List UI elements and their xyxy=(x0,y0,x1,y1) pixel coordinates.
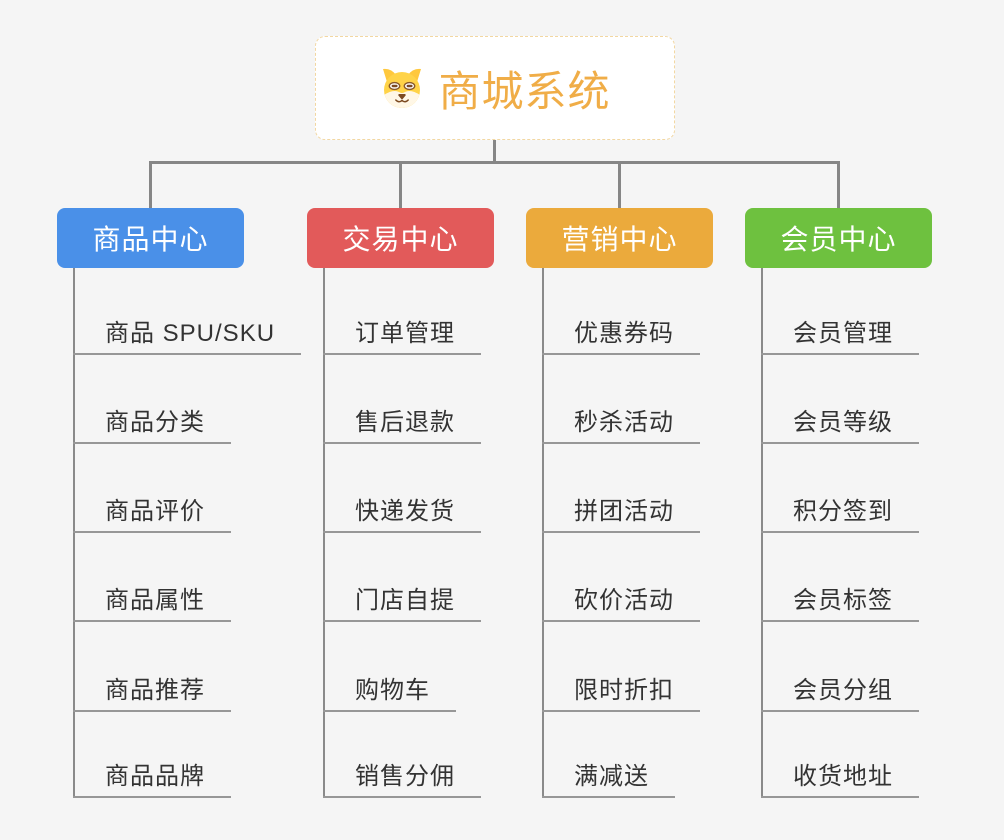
leaf-label: 满减送 xyxy=(574,763,649,790)
leaf-node[interactable]: 门店自提 xyxy=(323,587,481,622)
branch-node-3[interactable]: 营销中心 xyxy=(526,208,713,268)
leaf-label: 商品品牌 xyxy=(105,763,205,790)
leaf-node[interactable]: 商品属性 xyxy=(73,587,231,622)
leaf-node[interactable]: 快递发货 xyxy=(323,498,481,533)
branch-label: 商品中心 xyxy=(92,224,209,255)
leaf-label: 商品 SPU/SKU xyxy=(105,320,276,347)
leaf-node[interactable]: 商品品牌 xyxy=(73,763,231,798)
leaf-label: 秒杀活动 xyxy=(574,409,674,436)
leaf-node[interactable]: 会员分组 xyxy=(761,677,919,712)
branch-spine xyxy=(542,268,544,798)
leaf-node[interactable]: 满减送 xyxy=(542,763,675,798)
root-connector-vertical xyxy=(493,140,496,164)
leaf-label: 积分签到 xyxy=(793,498,893,525)
branch-connector-drop xyxy=(399,161,402,208)
leaf-label: 商品评价 xyxy=(105,498,205,525)
branch-label: 营销中心 xyxy=(561,224,678,255)
branch-node-1[interactable]: 商品中心 xyxy=(57,208,244,268)
branch-connector-drop xyxy=(149,161,152,208)
leaf-node[interactable]: 会员管理 xyxy=(761,320,919,355)
leaf-label: 拼团活动 xyxy=(574,498,674,525)
leaf-node[interactable]: 商品 SPU/SKU xyxy=(73,320,302,355)
branch-spine xyxy=(73,268,75,798)
branch-connector-drop xyxy=(837,161,840,208)
leaf-node[interactable]: 售后退款 xyxy=(323,409,481,444)
leaf-node[interactable]: 积分签到 xyxy=(761,498,919,533)
leaf-node[interactable]: 商品评价 xyxy=(73,498,231,533)
leaf-node[interactable]: 优惠券码 xyxy=(542,320,700,355)
branch-connector-drop xyxy=(618,161,621,208)
leaf-node[interactable]: 购物车 xyxy=(323,677,456,712)
leaf-label: 商品推荐 xyxy=(105,677,205,704)
leaf-node[interactable]: 会员等级 xyxy=(761,409,919,444)
leaf-node[interactable]: 订单管理 xyxy=(323,320,481,355)
leaf-label: 会员等级 xyxy=(793,409,893,436)
leaf-label: 订单管理 xyxy=(355,320,455,347)
root-node[interactable]: 商城系统 xyxy=(315,36,675,140)
leaf-label: 购物车 xyxy=(355,677,430,704)
branch-label: 交易中心 xyxy=(342,224,459,255)
leaf-node[interactable]: 商品推荐 xyxy=(73,677,231,712)
leaf-label: 限时折扣 xyxy=(574,677,674,704)
leaf-label: 收货地址 xyxy=(793,763,893,790)
leaf-node[interactable]: 商品分类 xyxy=(73,409,231,444)
leaf-node[interactable]: 限时折扣 xyxy=(542,677,700,712)
leaf-node[interactable]: 砍价活动 xyxy=(542,587,700,622)
leaf-label: 快递发货 xyxy=(355,498,455,525)
branch-spine xyxy=(761,268,763,798)
leaf-label: 砍价活动 xyxy=(574,587,674,614)
leaf-label: 会员分组 xyxy=(793,677,893,704)
leaf-label: 商品分类 xyxy=(105,409,205,436)
leaf-label: 会员标签 xyxy=(793,587,893,614)
leaf-node[interactable]: 销售分佣 xyxy=(323,763,481,798)
leaf-node[interactable]: 收货地址 xyxy=(761,763,919,798)
branch-spine xyxy=(323,268,325,798)
leaf-label: 售后退款 xyxy=(355,409,455,436)
leaf-node[interactable]: 拼团活动 xyxy=(542,498,700,533)
root-label: 商城系统 xyxy=(438,67,611,115)
leaf-label: 门店自提 xyxy=(355,587,455,614)
branch-node-2[interactable]: 交易中心 xyxy=(307,208,494,268)
leaf-label: 会员管理 xyxy=(793,320,893,347)
branch-connector-horizontal xyxy=(149,161,840,164)
branch-node-4[interactable]: 会员中心 xyxy=(745,208,932,268)
leaf-node[interactable]: 会员标签 xyxy=(761,587,919,622)
branch-label: 会员中心 xyxy=(780,224,897,255)
leaf-label: 商品属性 xyxy=(105,587,205,614)
leaf-label: 销售分佣 xyxy=(355,763,455,790)
dog-face-icon xyxy=(379,67,425,109)
leaf-node[interactable]: 秒杀活动 xyxy=(542,409,700,444)
leaf-label: 优惠券码 xyxy=(574,320,674,347)
